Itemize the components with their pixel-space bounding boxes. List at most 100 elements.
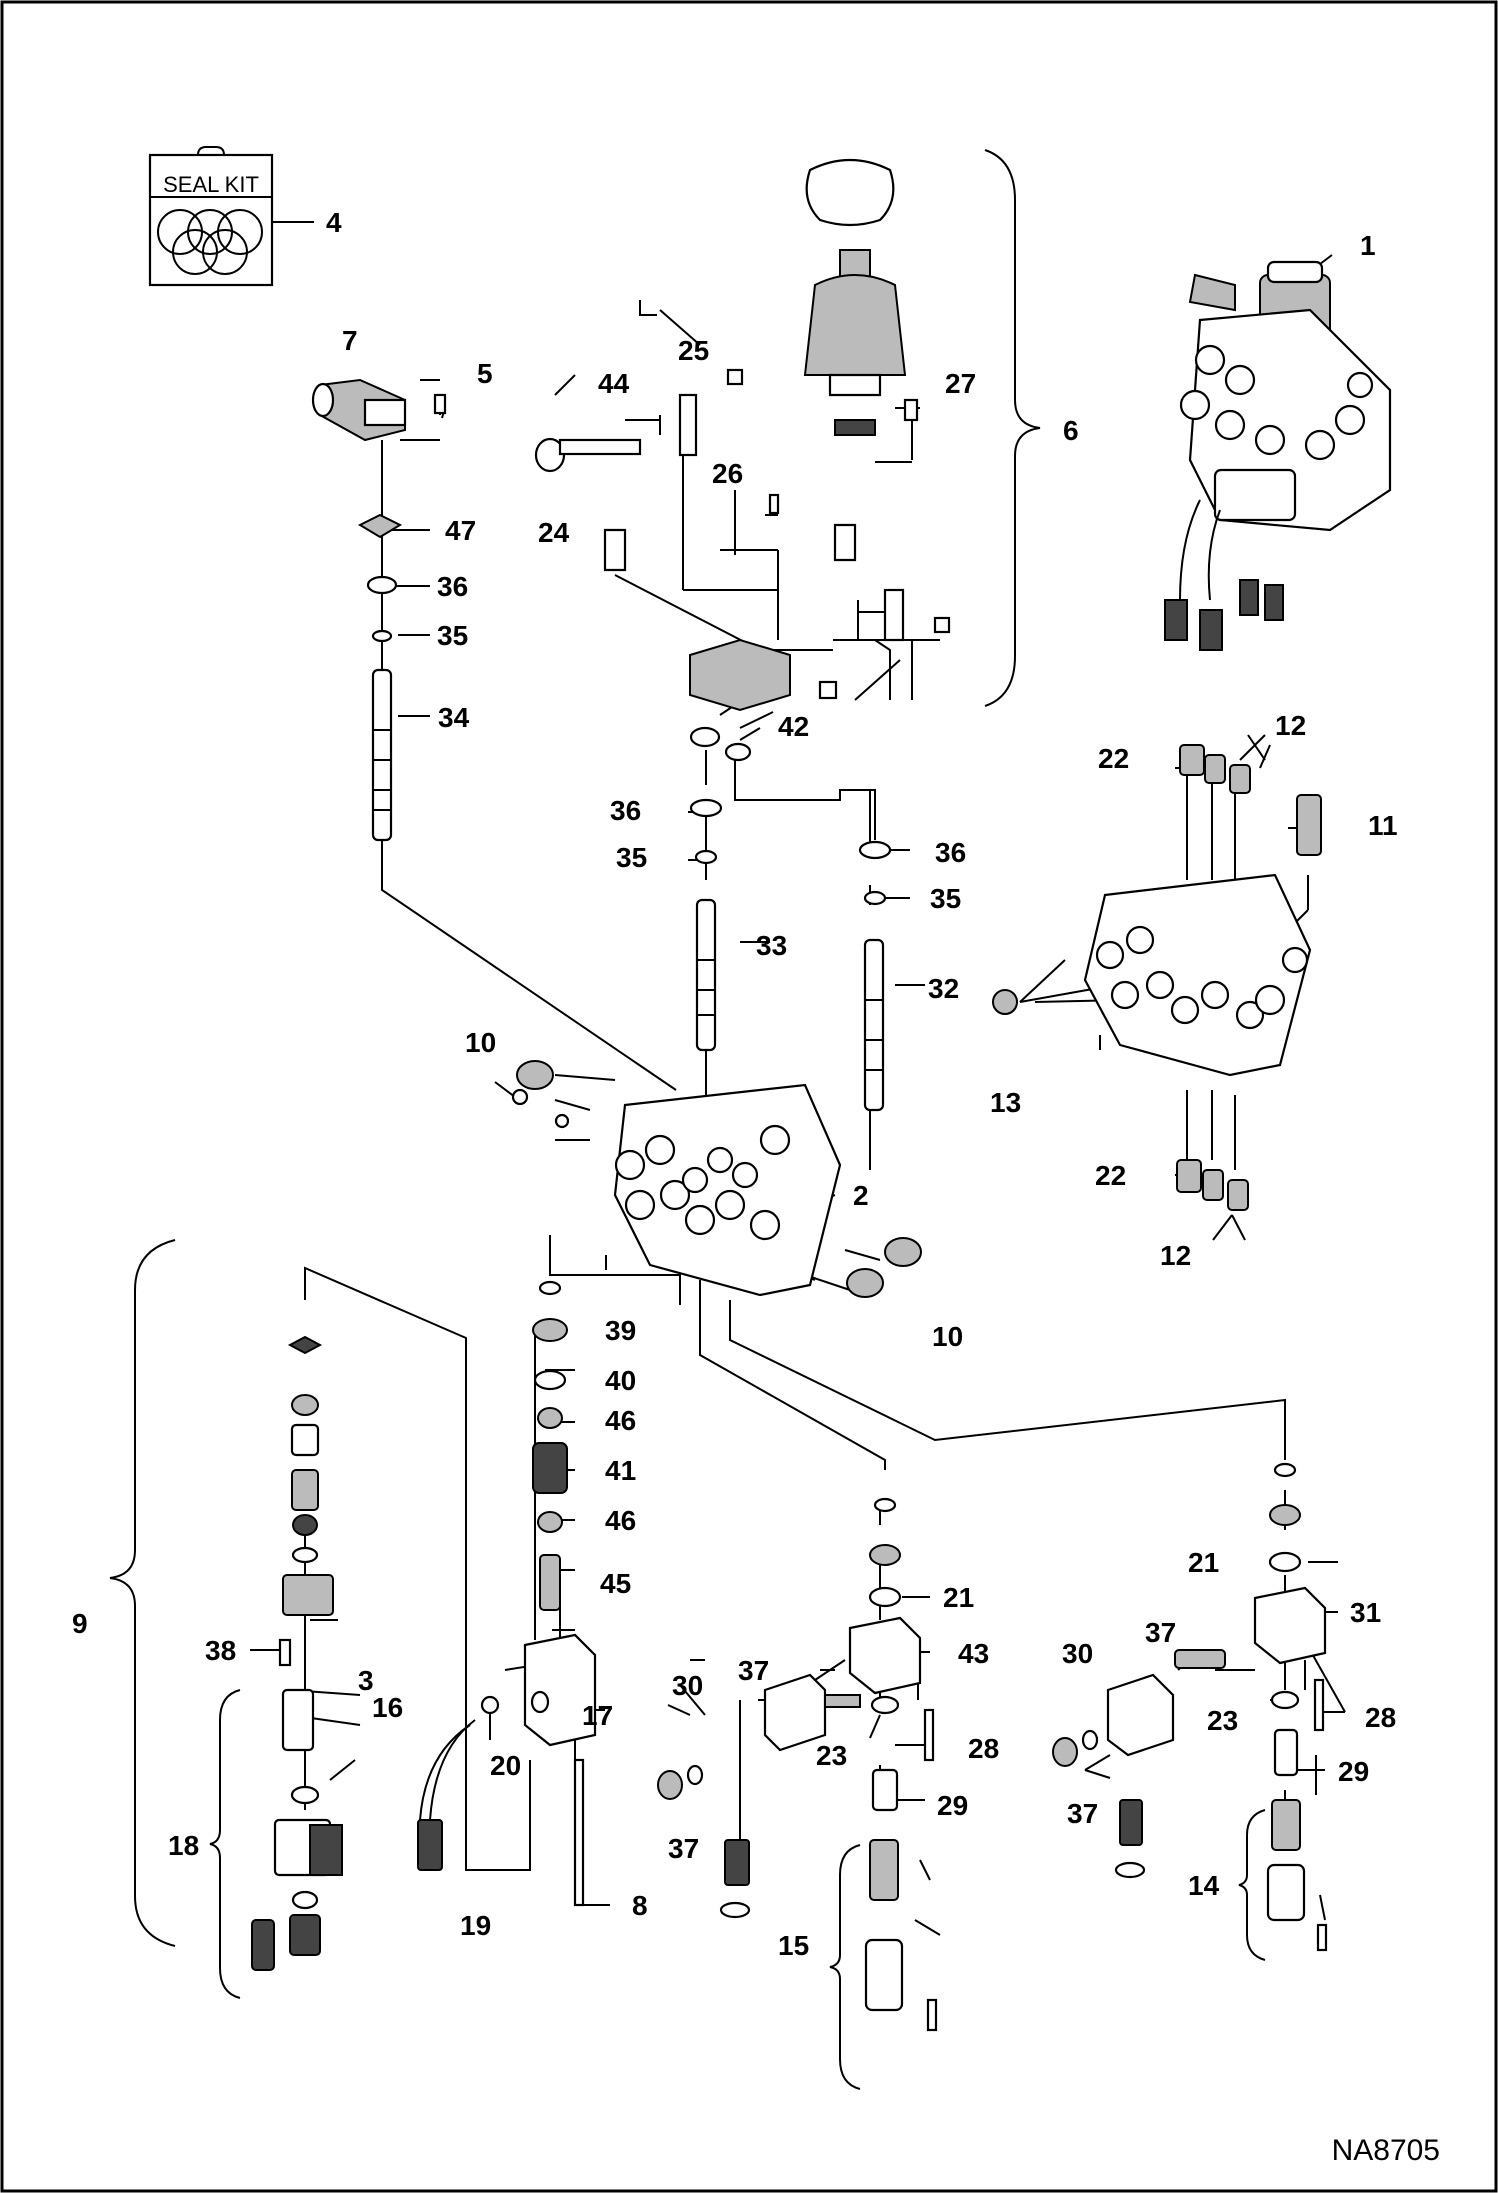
screw-15 (926, 1998, 938, 2032)
bolt-8 (573, 1758, 585, 1907)
callout-18: 18 (168, 1830, 199, 1861)
callout-1: 1 (1360, 230, 1376, 261)
callouts: 1 2 3 4 5 6 7 8 9 10 10 11 12 12 13 14 1… (72, 207, 1398, 1961)
callout-10-bottom: 10 (932, 1321, 963, 1352)
bracket-14 (1238, 1809, 1266, 1961)
plug-12-bottom-b (1227, 1179, 1249, 1211)
callout-46-upper: 46 (605, 1405, 636, 1436)
callout-47: 47 (445, 515, 476, 546)
callout-38: 38 (205, 1635, 236, 1666)
callout-43: 43 (958, 1638, 989, 1669)
callout-31: 31 (1350, 1597, 1381, 1628)
plug-small (511, 1088, 529, 1106)
document-id: NA8705 (1332, 2134, 1440, 2167)
callout-21-middle: 21 (943, 1582, 974, 1613)
washer-36-center (689, 798, 723, 818)
callout-35-right: 35 (930, 883, 961, 914)
callout-9: 9 (72, 1608, 88, 1639)
callout-37-right-top: 37 (1145, 1617, 1176, 1648)
plug-13 (992, 989, 1018, 1015)
callout-30-middle: 30 (672, 1670, 703, 1701)
plug-small-b (554, 1113, 570, 1129)
mount-plate (689, 638, 791, 712)
callout-36-center: 36 (610, 795, 641, 826)
callout-5: 5 (477, 358, 493, 389)
callout-10-top: 10 (465, 1027, 496, 1058)
plug-10-top (516, 1060, 554, 1090)
bracket-18 (209, 1689, 241, 1999)
screw-5 (433, 393, 447, 415)
joystick-boot (803, 158, 907, 436)
plug-22-top (1179, 744, 1205, 776)
screw-14 (1316, 1923, 1328, 1952)
spool-33 (695, 898, 717, 1052)
callout-14: 14 (1188, 1870, 1220, 1901)
screw-26 (768, 493, 780, 515)
washer-36-right (858, 840, 892, 860)
callout-20: 20 (490, 1750, 521, 1781)
callout-36-left: 36 (437, 571, 468, 602)
seal-kit-label: SEAL KIT (163, 172, 259, 197)
washer-42b (724, 742, 752, 762)
callout-29-middle: 29 (937, 1790, 968, 1821)
bracket-15 (829, 1844, 861, 2090)
valve-body-right (1083, 873, 1312, 1077)
plate-47 (357, 513, 403, 539)
callout-13: 13 (990, 1087, 1021, 1118)
callout-39: 39 (605, 1315, 636, 1346)
callout-27: 27 (945, 368, 976, 399)
callout-7: 7 (342, 325, 358, 356)
bracket-9 (109, 1239, 176, 1947)
callout-46-lower: 46 (605, 1505, 636, 1536)
assembly-9-stack (251, 1335, 343, 1971)
callout-11: 11 (1368, 810, 1398, 841)
callout-25: 25 (678, 335, 709, 366)
callout-37-middle-top: 37 (738, 1655, 769, 1686)
callout-34: 34 (438, 702, 470, 733)
callout-41: 41 (605, 1455, 636, 1486)
o-ring-35-left (371, 629, 393, 643)
callout-37-right-bottom: 37 (1067, 1798, 1098, 1829)
callout-24: 24 (538, 517, 570, 548)
washer-36-left (366, 575, 398, 595)
seal-kit-icon: SEAL KIT (148, 146, 274, 287)
plug-10-bottom-a (846, 1268, 884, 1298)
handle-7 (311, 378, 407, 442)
bolt-28-middle (923, 1708, 935, 1762)
callout-16: 16 (372, 1692, 403, 1723)
plug-12-bottom-a (1202, 1169, 1224, 1201)
callout-2: 2 (853, 1180, 869, 1211)
screw-38 (278, 1638, 292, 1667)
callout-26: 26 (712, 458, 743, 489)
linkage-44 (534, 368, 744, 473)
callout-32: 32 (928, 973, 959, 1004)
callout-45: 45 (600, 1568, 631, 1599)
plug-22-bottom (1176, 1159, 1202, 1193)
plug-10-bottom-b (884, 1237, 922, 1267)
callout-3: 3 (358, 1665, 374, 1696)
callout-8: 8 (632, 1890, 648, 1921)
callout-22-top: 22 (1098, 743, 1129, 774)
callout-30-right: 30 (1062, 1638, 1093, 1669)
callout-6: 6 (1063, 415, 1079, 446)
solenoid-assembly-right (1052, 1462, 1327, 1922)
callout-28-right: 28 (1365, 1702, 1396, 1733)
stack-39-45 (532, 1280, 568, 1611)
screw-27 (903, 398, 919, 422)
spool-32 (863, 938, 885, 1112)
callout-28-middle: 28 (968, 1733, 999, 1764)
linkage-arms (603, 523, 951, 642)
callout-37-middle-bottom: 37 (668, 1833, 699, 1864)
o-ring-35-center (694, 849, 718, 865)
washer-42a (689, 726, 721, 748)
valve-body-2 (613, 1083, 842, 1297)
callout-4: 4 (326, 207, 342, 238)
callout-17: 17 (582, 1700, 613, 1731)
plug-12-top-b (1229, 764, 1251, 794)
callout-23-middle: 23 (816, 1740, 847, 1771)
callout-23-right: 23 (1207, 1705, 1238, 1736)
nut-small (818, 680, 838, 700)
